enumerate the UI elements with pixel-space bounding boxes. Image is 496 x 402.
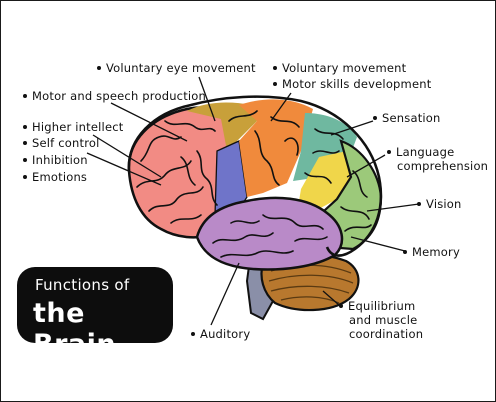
label-vision: Vision xyxy=(417,197,462,211)
label-motor-speech: Motor and speech production xyxy=(23,89,206,103)
temporal-lobe xyxy=(195,196,344,271)
bullet-icon xyxy=(339,303,343,308)
label-self-control: Self control xyxy=(23,136,100,150)
bullet-icon xyxy=(23,140,27,145)
bullet-icon xyxy=(23,124,27,129)
bullet-icon xyxy=(403,249,407,254)
bullet-icon xyxy=(417,201,421,206)
label-voluntary-movement: Voluntary movement xyxy=(273,61,406,75)
title-line-2: the Brain xyxy=(33,298,117,360)
bullet-icon xyxy=(23,157,27,162)
label-higher-intellect: Higher intellect xyxy=(23,120,123,134)
label-voluntary-eye-movement: Voluntary eye movement xyxy=(97,61,256,75)
premotor-region xyxy=(187,102,257,151)
bullet-icon xyxy=(97,65,101,70)
label-memory: Memory xyxy=(403,245,460,259)
title-line-1: Functions of xyxy=(35,276,130,294)
bullet-icon xyxy=(191,331,195,336)
label-sensation: Sensation xyxy=(373,111,441,125)
label-motor-skills: Motor skills development xyxy=(273,77,431,91)
label-auditory: Auditory xyxy=(191,327,250,341)
language-region xyxy=(297,151,357,213)
bullet-icon xyxy=(23,174,27,179)
brain-outline xyxy=(127,95,383,257)
bullet-icon xyxy=(23,93,27,98)
bullet-icon xyxy=(273,81,277,86)
bullet-icon xyxy=(373,115,377,120)
label-inhibition: Inhibition xyxy=(23,153,88,167)
title-badge: Functions of the Brain xyxy=(17,267,173,360)
bullet-icon xyxy=(273,65,277,70)
label-emotions: Emotions xyxy=(23,170,87,184)
bullet-icon xyxy=(387,149,391,154)
